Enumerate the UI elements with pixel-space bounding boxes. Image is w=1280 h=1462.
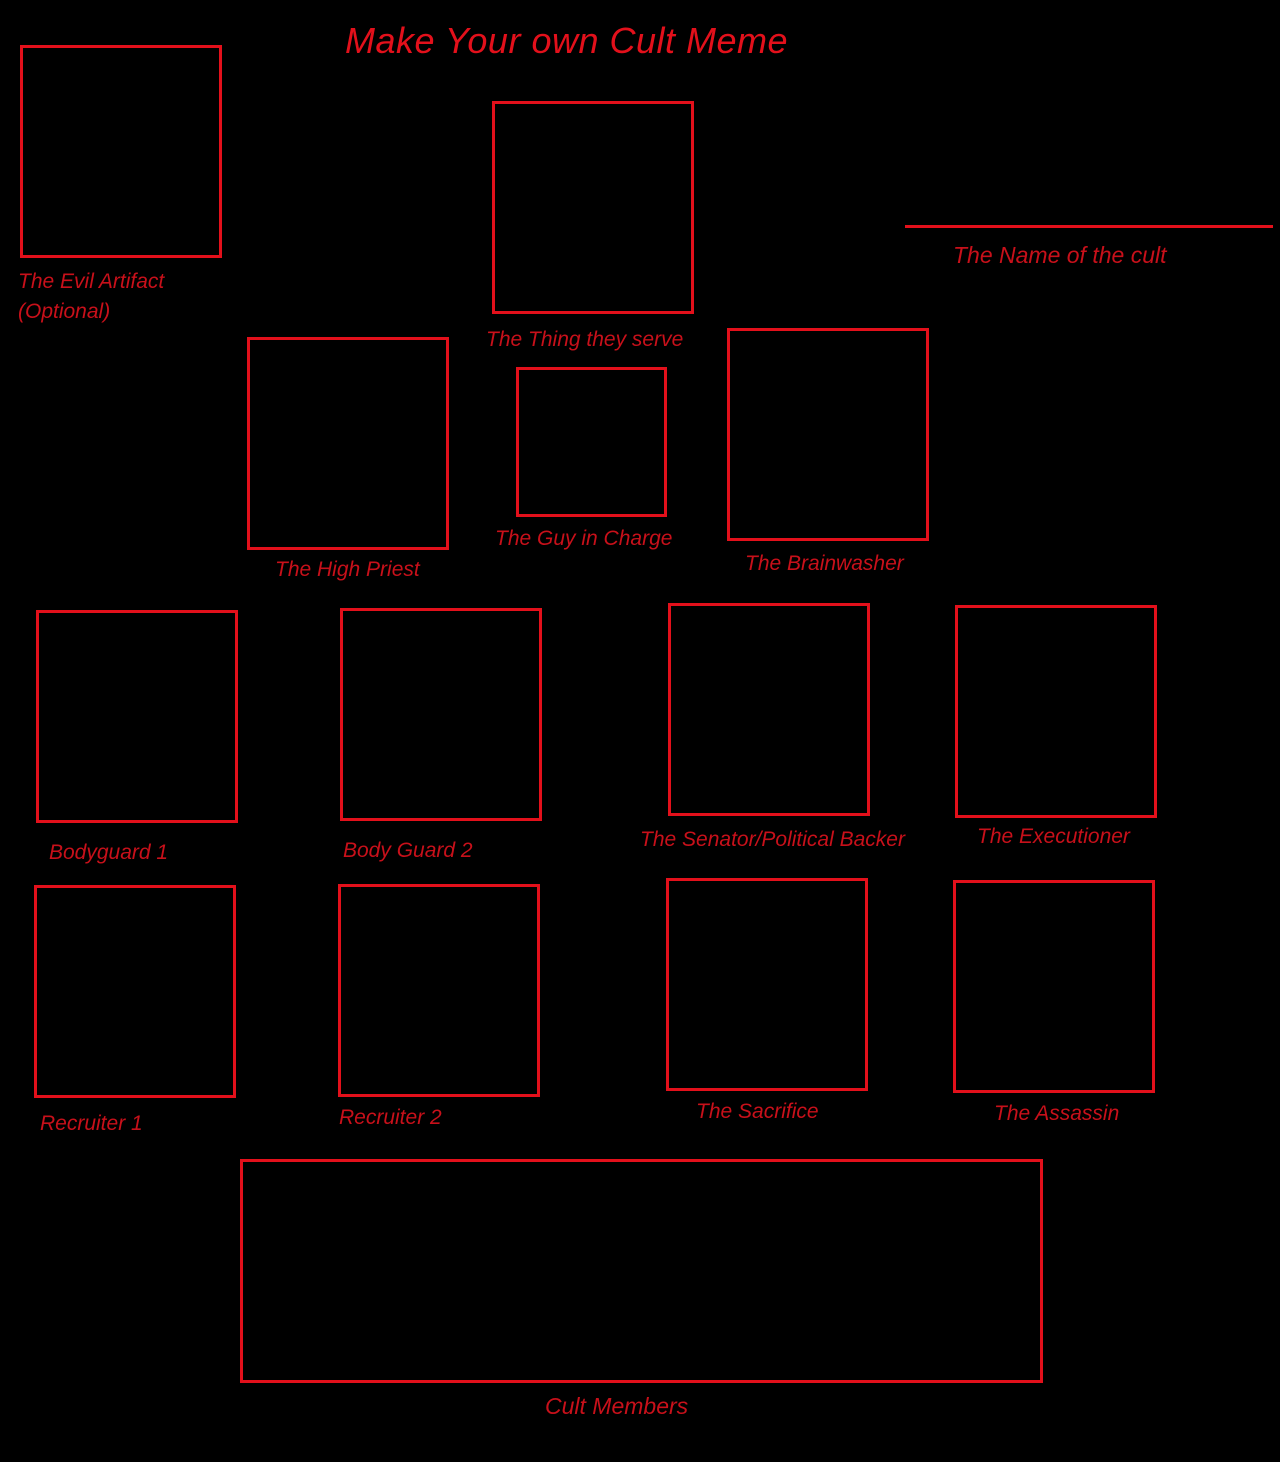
recruiter-1-slot[interactable] <box>34 885 236 1098</box>
thing-they-serve-label: The Thing they serve <box>486 328 684 351</box>
assassin-label: The Assassin <box>994 1102 1120 1125</box>
brainwasher-slot[interactable] <box>727 328 929 541</box>
cult-name-label: The Name of the cult <box>953 242 1167 268</box>
cult-members-slot[interactable] <box>240 1159 1043 1383</box>
recruiter-1-label: Recruiter 1 <box>40 1112 143 1135</box>
sacrifice-slot[interactable] <box>666 878 868 1091</box>
sacrifice-label: The Sacrifice <box>696 1100 819 1123</box>
executioner-label: The Executioner <box>977 825 1130 848</box>
executioner-slot[interactable] <box>955 605 1157 818</box>
guy-in-charge-slot[interactable] <box>516 367 667 517</box>
bodyguard-2-label: Body Guard 2 <box>343 839 473 862</box>
thing-they-serve-slot[interactable] <box>492 101 694 314</box>
bodyguard-1-slot[interactable] <box>36 610 238 823</box>
recruiter-2-slot[interactable] <box>338 884 540 1097</box>
evil-artifact-slot[interactable] <box>20 45 222 258</box>
high-priest-slot[interactable] <box>247 337 449 550</box>
cult-members-label: Cult Members <box>545 1393 689 1419</box>
cult-name-line[interactable] <box>905 225 1273 228</box>
high-priest-label: The High Priest <box>275 558 420 581</box>
guy-in-charge-label: The Guy in Charge <box>495 527 673 550</box>
bodyguard-1-label: Bodyguard 1 <box>49 841 169 864</box>
evil-artifact-label: The Evil Artifact <box>18 270 165 293</box>
evil-artifact-sublabel: (Optional) <box>18 300 111 323</box>
recruiter-2-label: Recruiter 2 <box>339 1106 442 1129</box>
bodyguard-2-slot[interactable] <box>340 608 542 821</box>
assassin-slot[interactable] <box>953 880 1155 1093</box>
senator-label: The Senator/Political Backer <box>640 828 905 851</box>
brainwasher-label: The Brainwasher <box>745 552 904 575</box>
senator-slot[interactable] <box>668 603 870 816</box>
page-title: Make Your own Cult Meme <box>345 20 789 61</box>
